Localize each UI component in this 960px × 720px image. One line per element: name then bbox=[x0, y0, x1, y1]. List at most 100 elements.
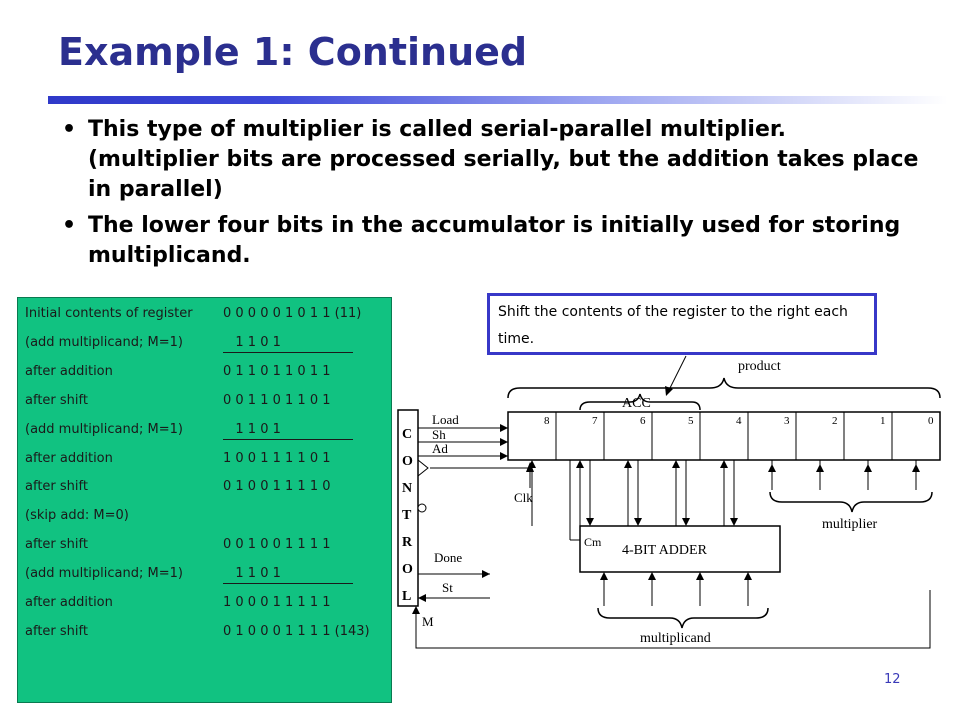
clk-inverter-bubble bbox=[417, 503, 427, 513]
m-signal-label: M bbox=[422, 614, 434, 629]
st-arrowhead bbox=[418, 594, 426, 602]
register-bit-label: 7 bbox=[592, 415, 598, 427]
trace-row: after addition 0 1 1 0 1 1 0 1 1 bbox=[25, 364, 390, 382]
trace-label: (skip add: M=0) bbox=[25, 508, 129, 524]
callout-pointer-line bbox=[667, 355, 687, 393]
trace-underline bbox=[223, 583, 353, 585]
register-to-adder-arrows bbox=[586, 460, 738, 526]
adder-output-arrowhead bbox=[624, 460, 632, 468]
register-to-adder-arrowhead bbox=[634, 518, 642, 526]
multiplier-output-arrowhead bbox=[768, 464, 776, 472]
adder-output-arrowhead bbox=[528, 460, 536, 468]
trace-value: 1 0 0 1 1 1 1 0 1 bbox=[223, 450, 331, 466]
adder-box bbox=[579, 525, 781, 573]
register-outline bbox=[507, 411, 941, 461]
register-bit-label: 0 bbox=[928, 415, 934, 427]
bullet-item: • The lower four bits in the accumulator… bbox=[62, 211, 922, 271]
register-bit-labels: 8 7 6 5 4 3 2 1 0 bbox=[544, 415, 934, 427]
product-label: product bbox=[738, 359, 781, 374]
control-letter: R bbox=[402, 535, 413, 550]
register-bit-label: 5 bbox=[688, 415, 694, 427]
bullet-text: This type of multiplier is called serial… bbox=[88, 117, 919, 202]
bullet-marker: • bbox=[62, 117, 77, 142]
done-arrowhead bbox=[482, 570, 490, 578]
register-bit-label: 8 bbox=[544, 415, 550, 427]
trace-value: 0 1 0 0 1 1 1 1 0 bbox=[223, 479, 331, 495]
register-bit-label: 2 bbox=[832, 415, 838, 427]
m-feedback-line bbox=[415, 590, 931, 649]
trace-row: (add multiplicand; M=1) 1 1 0 1 bbox=[25, 422, 390, 440]
register-bit-label: 1 bbox=[880, 415, 886, 427]
trace-label: after shift bbox=[25, 537, 88, 553]
register-to-adder-arrowhead bbox=[730, 518, 738, 526]
register-to-adder-arrowhead bbox=[586, 518, 594, 526]
load-signal-label: Load bbox=[432, 412, 459, 427]
trace-underline bbox=[223, 438, 353, 440]
register-cells bbox=[555, 412, 893, 460]
trace-label: (add multiplicand; M=1) bbox=[25, 566, 183, 582]
trace-value: 0 0 1 1 0 1 1 0 1 bbox=[223, 392, 331, 408]
multiplier-label: multiplier bbox=[822, 517, 878, 532]
multiplier-output-arrows bbox=[768, 460, 920, 490]
trace-label: after shift bbox=[25, 392, 88, 408]
trace-label: after addition bbox=[25, 595, 113, 610]
trace-label: after addition bbox=[25, 363, 113, 379]
callout-text: Shift the contents of the register to th… bbox=[498, 304, 848, 347]
trace-value: 0 1 1 0 1 1 0 1 1 bbox=[223, 363, 331, 379]
st-signal-label: St bbox=[442, 580, 453, 595]
m-arrowhead bbox=[412, 606, 420, 614]
trace-label: after shift bbox=[25, 623, 88, 639]
bullet-list: • This type of multiplier is called seri… bbox=[62, 115, 922, 277]
multiplicand-input-arrowhead bbox=[744, 572, 752, 580]
trace-row: after shift 0 0 1 1 0 1 1 0 1 bbox=[25, 393, 390, 411]
control-letter: O bbox=[402, 454, 413, 469]
trace-label: (add multiplicand; M=1) bbox=[25, 421, 183, 437]
register-bit-label: 6 bbox=[640, 415, 646, 427]
trace-value: 0 0 0 0 0 1 0 1 1 (11) bbox=[223, 306, 362, 321]
register-bit-label: 4 bbox=[736, 415, 742, 427]
multiplier-brace bbox=[769, 491, 933, 513]
multiplier-output-arrowhead bbox=[816, 464, 824, 472]
trace-row: after addition 1 0 0 0 1 1 1 1 1 bbox=[25, 595, 390, 613]
adder-label: 4-BIT ADDER bbox=[622, 543, 708, 558]
adder-output-arrowhead bbox=[576, 460, 584, 468]
trace-row: (skip add: M=0) bbox=[25, 508, 390, 526]
multiplier-output-arrowhead bbox=[864, 464, 872, 472]
cm-label: Cm bbox=[584, 535, 602, 549]
acc-label: ACC bbox=[622, 396, 651, 411]
control-letter: L bbox=[402, 589, 411, 604]
trace-label: (add multiplicand; M=1) bbox=[25, 334, 183, 350]
load-arrowhead bbox=[500, 424, 508, 432]
bullet-text: The lower four bits in the accumulator i… bbox=[88, 213, 901, 268]
multiplier-output-arrowhead bbox=[912, 464, 920, 472]
control-letter: C bbox=[402, 427, 412, 442]
clk-triangle bbox=[417, 458, 429, 478]
trace-row: (add multiplicand; M=1) 1 1 0 1 bbox=[25, 335, 390, 353]
trace-value: 1 0 0 0 1 1 1 1 1 bbox=[223, 595, 331, 610]
sh-signal-label: Sh bbox=[432, 427, 446, 442]
clk-signal-label: Clk bbox=[514, 490, 533, 505]
trace-value: 1 1 0 1 bbox=[223, 334, 281, 350]
trace-row: (add multiplicand; M=1) 1 1 0 1 bbox=[25, 566, 390, 585]
multiplicand-input-arrowhead bbox=[696, 572, 704, 580]
shift-callout: Shift the contents of the register to th… bbox=[487, 293, 877, 355]
adder-output-arrowhead bbox=[720, 460, 728, 468]
sh-arrowhead bbox=[500, 438, 508, 446]
ad-arrowhead bbox=[500, 452, 508, 460]
trace-row: after shift 0 0 1 0 0 1 1 1 1 bbox=[25, 537, 390, 555]
trace-value: 1 1 0 1 bbox=[223, 566, 281, 582]
multiplicand-label: multiplicand bbox=[640, 631, 711, 646]
bullet-item: • This type of multiplier is called seri… bbox=[62, 115, 922, 205]
multiplicand-brace bbox=[597, 607, 769, 629]
trace-value: 1 1 0 1 bbox=[223, 421, 281, 437]
register-bit-label: 3 bbox=[784, 415, 790, 427]
acc-brace bbox=[579, 393, 701, 411]
adder-output-arrowhead bbox=[672, 460, 680, 468]
trace-value: 0 0 1 0 0 1 1 1 1 bbox=[223, 537, 331, 553]
